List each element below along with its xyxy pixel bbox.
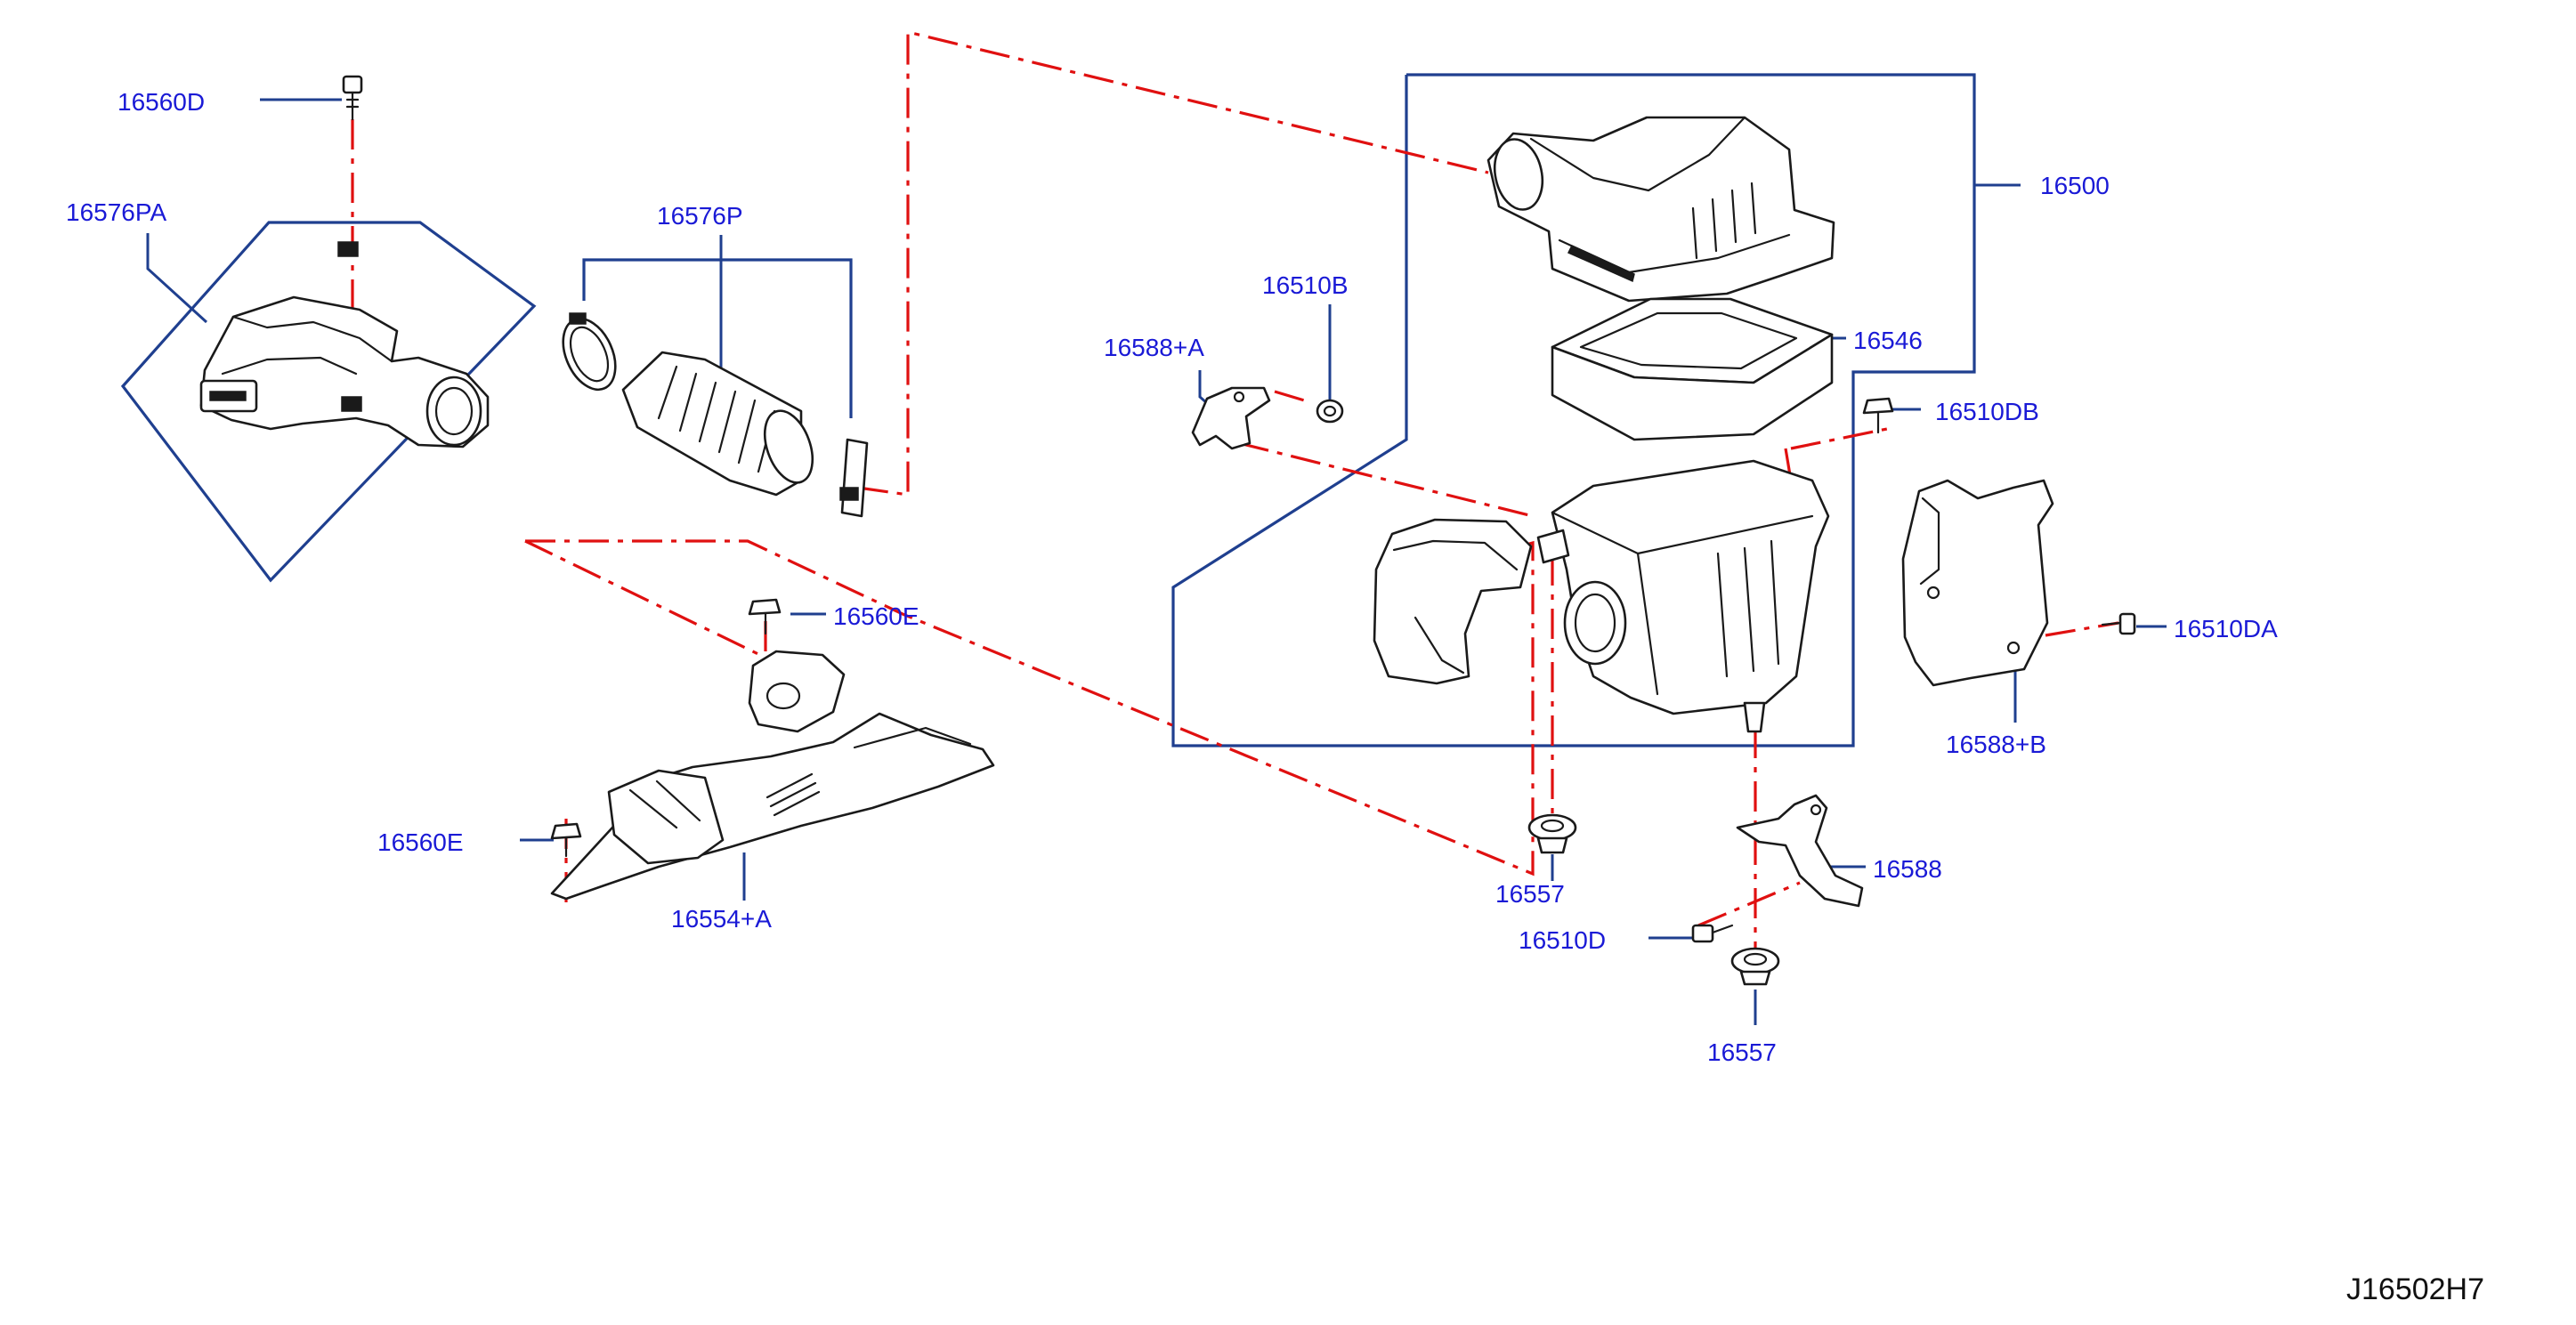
label-16500: 16500 [2040,172,2110,199]
label-16588: 16588 [1873,855,1942,883]
label-16560d: 16560D [117,88,205,116]
label-16546: 16546 [1853,327,1923,354]
inlet-duct-connector-icon[interactable] [1373,518,1533,685]
intake-duct-16554a-icon[interactable] [550,650,995,901]
bolt-16560d-icon[interactable] [342,75,363,121]
air-cleaner-upper-cover-icon[interactable] [1486,116,1835,303]
screw-16560e-left-icon[interactable] [550,822,582,858]
label-16510da: 16510DA [2174,615,2278,642]
air-cleaner-lower-body-icon[interactable] [1536,459,1830,733]
bracket-16588a-icon[interactable] [1191,386,1271,450]
resonator-duct-16576pa-icon[interactable] [199,241,490,448]
label-16588a: 16588+A [1104,334,1204,361]
label-16560e-left: 16560E [377,828,464,856]
part-labels: 16560D 16576PA 16576P 16510B 16588+A 165… [66,88,2278,1066]
label-16576pa: 16576PA [66,198,166,226]
group-outline-16500 [1171,73,1976,747]
grommet-16557-bottom-icon[interactable] [1730,947,1780,986]
nut-16510b-icon[interactable] [1316,399,1344,424]
label-16510db: 16510DB [1935,398,2039,425]
bracket-16588b-icon[interactable] [1901,479,2054,687]
drawing-code: J16502H7 [2346,1272,2484,1306]
bolt-16510d-icon[interactable] [1691,924,1734,943]
label-16560e-top: 16560E [833,602,919,630]
label-16557-bottom: 16557 [1707,1038,1777,1066]
air-hose-16576p-icon[interactable] [621,351,822,497]
label-16576p: 16576P [657,202,743,230]
label-16510d: 16510D [1519,926,1606,954]
label-16588b: 16588+B [1946,731,2046,758]
bolt-16510da-icon[interactable] [2101,612,2136,635]
screw-16560e-top-icon[interactable] [748,598,782,635]
clamp-left-icon[interactable] [553,311,626,398]
label-16554a: 16554+A [671,905,772,933]
bracket-16588-icon[interactable] [1736,794,1864,908]
clamp-right-icon[interactable] [839,438,869,518]
group-outline-16576pa [120,221,537,583]
leader-lines [146,98,2167,1025]
label-16510b: 16510B [1262,271,1349,299]
group-outline-16576p [582,258,853,418]
label-16557-left: 16557 [1495,880,1565,908]
grommet-16557-left-icon[interactable] [1527,813,1577,854]
screw-16510db-icon[interactable] [1862,397,1894,434]
air-filter-element-16546-icon[interactable] [1551,297,1834,441]
